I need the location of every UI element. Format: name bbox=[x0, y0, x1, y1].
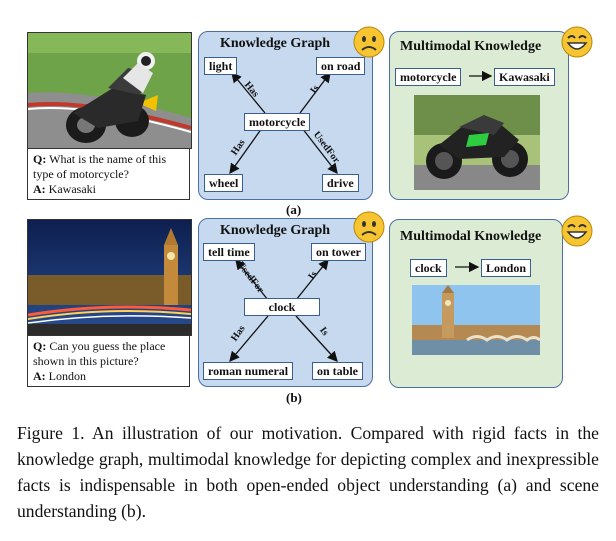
kg-title-b: Knowledge Graph bbox=[220, 223, 331, 238]
mm-node-london: London bbox=[481, 259, 532, 277]
figure-caption: Figure 1. An illustration of our motivat… bbox=[17, 423, 599, 521]
mm-title-a: Multimodal Knowledge bbox=[400, 39, 542, 54]
question-text: What is the name of this type of motorcy… bbox=[33, 152, 167, 181]
motorcycle-racing-photo bbox=[27, 32, 192, 149]
kg-node-wheel: wheel bbox=[204, 174, 244, 192]
kg-title-a: Knowledge Graph bbox=[220, 36, 331, 51]
subfigure-label-b: (b) bbox=[286, 390, 302, 405]
kg-node-roman-numeral: roman numeral bbox=[203, 362, 294, 380]
big-ben-night-photo bbox=[27, 219, 192, 336]
mm-node-clock: clock bbox=[410, 259, 447, 277]
mm-node-motorcycle: motorcycle bbox=[395, 68, 462, 86]
kg-node-clock: clock bbox=[244, 298, 320, 316]
question-text: Can you guess the place shown in this pi… bbox=[33, 339, 166, 368]
a-prefix: A: bbox=[33, 182, 46, 196]
q-prefix: Q: bbox=[33, 152, 47, 166]
a-prefix: A: bbox=[33, 369, 46, 383]
subfigure-label-a: (a) bbox=[286, 202, 302, 217]
kg-node-light: light bbox=[204, 57, 238, 75]
kg-node-on-tower: on tower bbox=[311, 243, 366, 261]
sad-face-icon bbox=[352, 25, 386, 64]
qa-box-b: Q: Can you guess the place shown in this… bbox=[27, 335, 190, 387]
kg-node-on-road: on road bbox=[316, 57, 366, 75]
answer-text: Kawasaki bbox=[48, 182, 96, 196]
kg-node-tell-time: tell time bbox=[203, 243, 255, 261]
kg-node-motorcycle: motorcycle bbox=[244, 113, 311, 131]
q-prefix: Q: bbox=[33, 339, 47, 353]
answer-text: London bbox=[48, 369, 87, 383]
kg-node-drive: drive bbox=[322, 174, 359, 192]
sad-face-icon bbox=[352, 210, 386, 249]
london-westminster-photo bbox=[412, 285, 540, 355]
happy-face-icon bbox=[560, 214, 594, 253]
kawasaki-bike-photo bbox=[414, 95, 540, 190]
happy-face-icon bbox=[560, 25, 594, 64]
qa-box-a: Q: What is the name of this type of moto… bbox=[27, 148, 190, 200]
mm-title-b: Multimodal Knowledge bbox=[400, 229, 542, 244]
mm-node-kawasaki: Kawasaki bbox=[494, 68, 555, 86]
kg-node-on-table: on table bbox=[312, 362, 364, 380]
